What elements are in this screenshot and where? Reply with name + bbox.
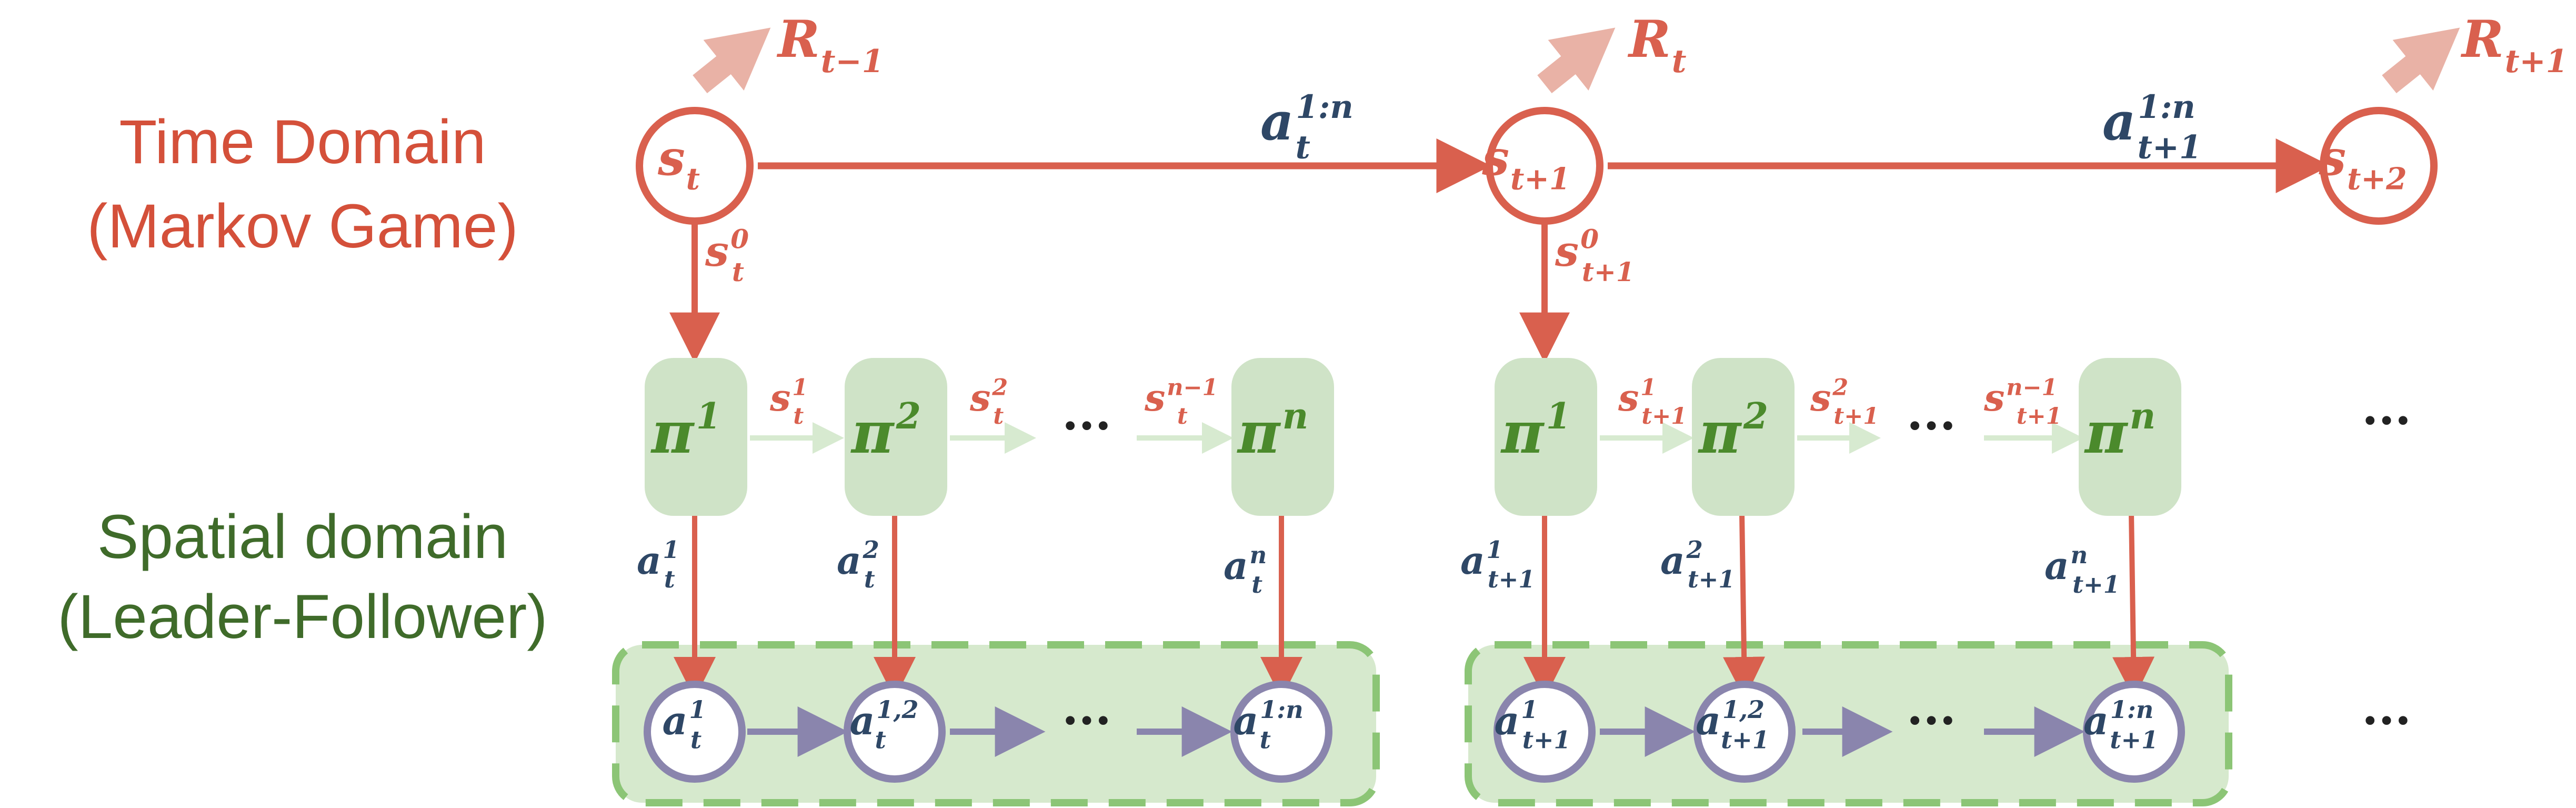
ellipsis-policy-t1: ···: [1907, 398, 1956, 454]
state-label-t: st: [657, 129, 700, 197]
ellipsis-action-t1: ···: [1907, 693, 1956, 749]
state-node-t1: [1486, 107, 1603, 225]
ellipsis-action-next: ···: [2362, 693, 2411, 749]
state-node-t: [636, 107, 754, 225]
policy-label-1-t: π1: [650, 395, 721, 466]
time-domain-label: Time Domain: [119, 107, 486, 177]
action-node-12-t1: [1693, 681, 1796, 783]
action-node-1-t: [644, 681, 746, 783]
time-domain-sublabel: (Markov Game): [87, 192, 518, 261]
policy-label-2-t: π2: [850, 395, 921, 466]
state-node-t2: [2320, 107, 2438, 225]
policy-nodes-t1: [1495, 358, 2181, 516]
state-label-t2: st+2: [2318, 129, 2407, 197]
spatial-domain-sublabel: (Leader-Follower): [57, 582, 547, 652]
ellipsis-action-t: ···: [1062, 693, 1111, 749]
reward-label-t-minus-1: Rt−1: [776, 9, 884, 80]
reward-label-t: Rt: [1627, 9, 1687, 80]
action-node-12-t: [844, 681, 946, 783]
policy-node-1-t1: [1495, 358, 1597, 516]
policy-nodes-t: [645, 358, 1334, 516]
policy-node-1-t: [645, 358, 747, 516]
ellipsis-policy-t: ···: [1062, 398, 1111, 454]
action-nodes: [644, 681, 2185, 783]
reward-label-t-plus-1: Rt+1: [2460, 9, 2568, 80]
action-node-1-t1: [1494, 681, 1596, 783]
ellipsis-policy-next: ···: [2362, 393, 2411, 448]
policy-action-arrows: [674, 513, 2155, 700]
spatial-domain-label: Spatial domain: [97, 502, 508, 572]
policy-node-2-t: [845, 358, 947, 516]
policy-label-2-t1: π2: [1698, 395, 1768, 466]
reward-arrow-3: [2382, 27, 2460, 94]
policy-node-n-t: [1231, 358, 1334, 516]
policy-node-n-t1: [2079, 358, 2181, 516]
action-node-1n-t1: [2083, 681, 2185, 783]
reward-arrow-1: [693, 27, 771, 94]
state-label-t1: st+1: [1481, 129, 1570, 197]
policy-node-2-t1: [1692, 358, 1795, 516]
policy-label-1-t1: π1: [1500, 395, 1571, 466]
reward-arrow-2: [1537, 27, 1616, 94]
action-node-1n-t: [1230, 681, 1332, 783]
policy-label-n-t: πn: [1237, 395, 1308, 466]
policy-label-n-t1: πn: [2084, 395, 2156, 466]
